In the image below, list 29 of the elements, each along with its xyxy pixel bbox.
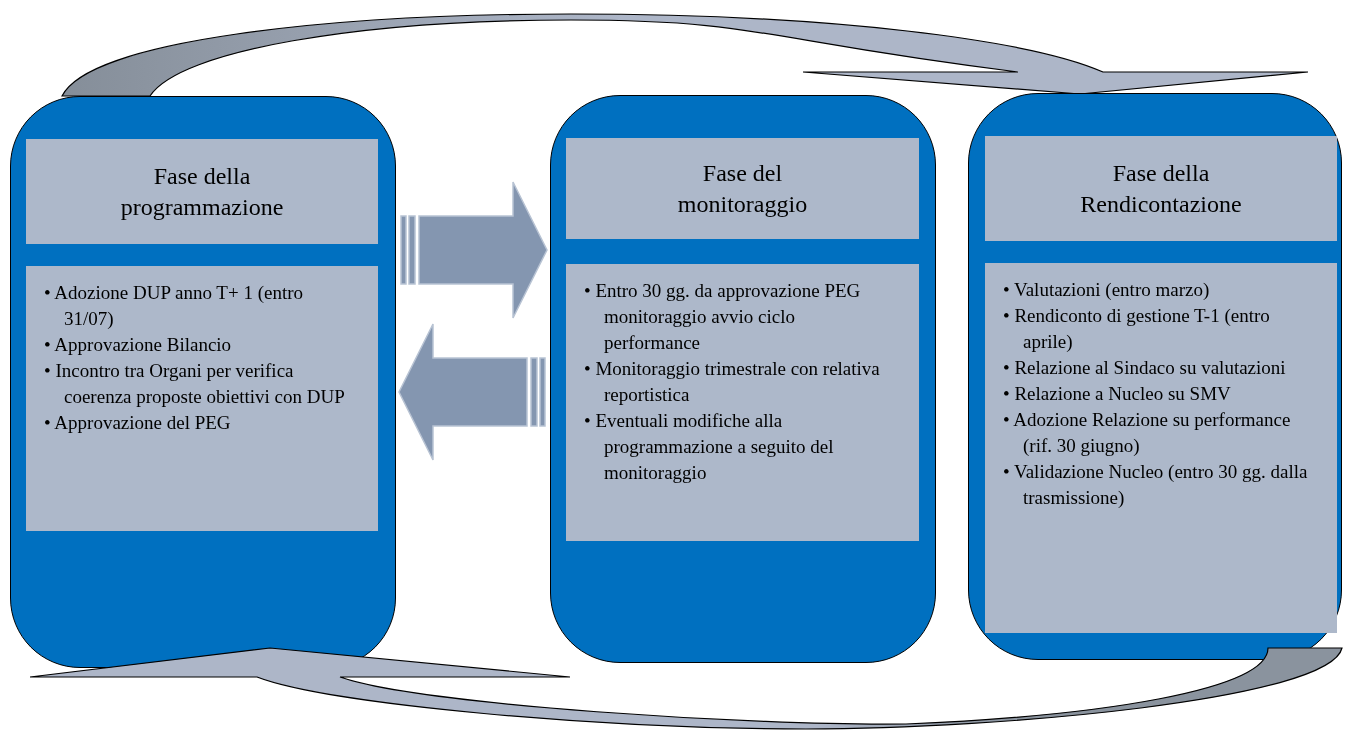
list-item: • Relazione a Nucleo su SMV: [1002, 382, 1232, 406]
curved-arrow: [61, 13, 1309, 97]
phase-title: Fase della programmazione: [119, 161, 285, 222]
phase-heading-box: [26, 139, 378, 244]
list-item: • Eventuali modifiche alla programmazione a seguito del monitoraggio: [583, 409, 835, 485]
list-item: • Approvazione Bilancio: [43, 333, 233, 357]
list-item: • Relazione al Sindaco su valutazioni: [1002, 356, 1287, 380]
phase-heading-box: [985, 136, 1337, 241]
phase-title: Fase della Rendicontazione: [1079, 158, 1243, 219]
list-item: • Incontro tra Organi per verifica coerenza proposte obiettivi con DUP: [43, 359, 346, 409]
list-item: • Rendiconto di gestione T-1 (entro aprile): [1002, 304, 1271, 354]
list-item: • Entro 30 gg. da approvazione PEG monitoraggio avvio ciclo performance: [583, 279, 862, 355]
phase-panel: [550, 95, 936, 663]
list-item: • Approvazione del PEG: [43, 411, 232, 435]
phase-heading-box: [566, 138, 919, 239]
list-item: • Adozione DUP anno T+ 1 (entro 31/07): [43, 281, 305, 331]
activity-list-box: [26, 266, 378, 531]
list-item: • Validazione Nucleo (entro 30 gg. dalla trasmissione): [1002, 460, 1309, 510]
phase-title: Fase del monitoraggio: [676, 158, 809, 219]
activity-list-box: [985, 263, 1337, 633]
activity-list-box: [566, 264, 919, 541]
list-item: • Adozione Relazione su performance (rif. 30 giugno): [1002, 408, 1292, 458]
phase-panel: [10, 96, 396, 668]
phase-panel: [968, 93, 1342, 660]
list-item: • Valutazioni (entro marzo): [1002, 278, 1211, 302]
block-arrow: [398, 323, 546, 461]
block-arrow: [400, 181, 548, 319]
curved-arrow: [29, 647, 1343, 730]
list-item: • Monitoraggio trimestrale con relativa reportistica: [583, 357, 881, 407]
